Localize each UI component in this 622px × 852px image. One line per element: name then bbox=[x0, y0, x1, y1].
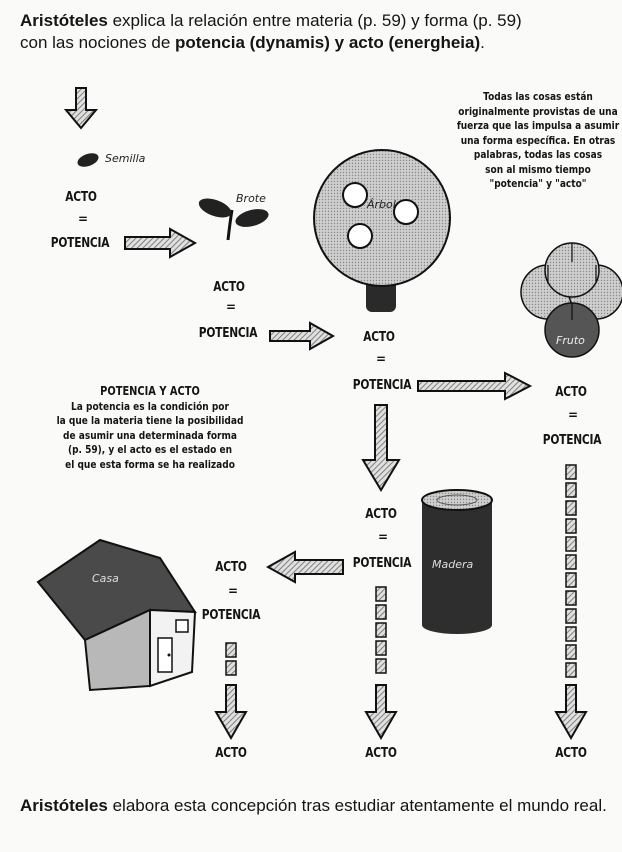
note-left-line-3: de asumir una determinada forma bbox=[63, 428, 237, 442]
label-arbol: Árbol bbox=[367, 198, 396, 211]
arrow-seed-to-sprout bbox=[124, 227, 198, 259]
outro-name: Aristóteles bbox=[20, 796, 108, 815]
intro-end: . bbox=[480, 33, 485, 52]
label-brote: Brote bbox=[236, 192, 266, 205]
note-left-line-2: la que la materia tiene la posibilidad bbox=[56, 414, 244, 427]
semilla-acto: ACTO bbox=[65, 190, 97, 205]
fruto-potencia: POTENCIA bbox=[542, 433, 602, 448]
note-right-line-1: Todas las cosas están bbox=[483, 90, 593, 103]
dashed-column-house bbox=[214, 642, 248, 741]
brote-acto: ACTO bbox=[213, 280, 245, 295]
dashed-column-wood bbox=[364, 586, 398, 741]
arrow-tree-to-wood bbox=[361, 404, 401, 492]
semilla-potencia: POTENCIA bbox=[50, 236, 110, 251]
note-left-line-4: (p. 59), y el acto es el estado en bbox=[67, 443, 233, 456]
start-arrow bbox=[63, 87, 99, 130]
sprout-icon bbox=[198, 198, 269, 241]
arrow-tree-to-fruit bbox=[417, 371, 533, 401]
note-right-line-2: originalmente provistas de una bbox=[458, 104, 618, 118]
label-casa: Casa bbox=[92, 572, 119, 585]
intro-text-2: con las nociones de bbox=[20, 33, 175, 52]
dashed-column-fruit bbox=[554, 464, 588, 741]
arrow-wood-to-house bbox=[265, 550, 344, 584]
intro-highlight: potencia (dynamis) y acto (energheia) bbox=[175, 33, 481, 52]
madera-potencia: POTENCIA bbox=[352, 556, 412, 571]
note-left-title: POTENCIA Y ACTO bbox=[100, 384, 200, 398]
arrow-sprout-to-tree bbox=[269, 321, 336, 351]
arbol-equals: = bbox=[376, 352, 387, 366]
note-left-line-5: el que esta forma se ha realizado bbox=[65, 457, 235, 471]
label-fruto: Fruto bbox=[556, 334, 585, 347]
note-right-line-3: fuerza que las impulsa a asumir bbox=[456, 119, 620, 132]
final-acto-wood: ACTO bbox=[365, 746, 397, 761]
madera-acto: ACTO bbox=[365, 507, 397, 522]
outro-body: elabora esta concepción tras estudiar at… bbox=[107, 796, 607, 815]
final-acto-house: ACTO bbox=[215, 746, 247, 761]
casa-acto: ACTO bbox=[215, 560, 247, 575]
house-icon bbox=[36, 538, 197, 692]
label-semilla: Semilla bbox=[105, 152, 146, 165]
note-right-line-6: son al mismo tiempo bbox=[485, 162, 591, 176]
madera-equals: = bbox=[378, 530, 389, 544]
brote-equals: = bbox=[226, 300, 237, 314]
note-right: Todas las cosas están originalmente prov… bbox=[456, 90, 620, 192]
final-acto-fruit: ACTO bbox=[555, 746, 587, 761]
seed-icon bbox=[77, 153, 99, 167]
semilla-equals: = bbox=[78, 212, 89, 226]
fruto-equals: = bbox=[568, 408, 579, 422]
intro-text: Aristóteles explica la relación entre ma… bbox=[20, 10, 620, 54]
label-madera: Madera bbox=[432, 558, 474, 571]
casa-potencia: POTENCIA bbox=[201, 608, 261, 623]
note-left-line-1: La potencia es la condición por bbox=[71, 399, 229, 413]
note-left: POTENCIA Y ACTO La potencia es la condic… bbox=[53, 384, 247, 472]
wood-icon bbox=[421, 489, 493, 634]
arbol-acto: ACTO bbox=[363, 330, 395, 345]
intro-text-1: explica la relación entre materia (p. 59… bbox=[107, 11, 522, 30]
fruit-icon bbox=[520, 242, 622, 358]
fruto-acto: ACTO bbox=[555, 385, 587, 400]
intro-name: Aristóteles bbox=[20, 11, 108, 30]
arbol-potencia: POTENCIA bbox=[352, 378, 412, 393]
casa-equals: = bbox=[228, 584, 239, 598]
outro-text: Aristóteles elabora esta concepción tras… bbox=[20, 795, 620, 817]
brote-potencia: POTENCIA bbox=[198, 326, 258, 341]
note-right-line-7: "potencia" y "acto" bbox=[489, 177, 587, 190]
note-right-line-4: una forma específica. En otras bbox=[460, 133, 616, 147]
tree-icon bbox=[313, 149, 451, 312]
note-right-line-5: palabras, todas las cosas bbox=[473, 148, 603, 161]
